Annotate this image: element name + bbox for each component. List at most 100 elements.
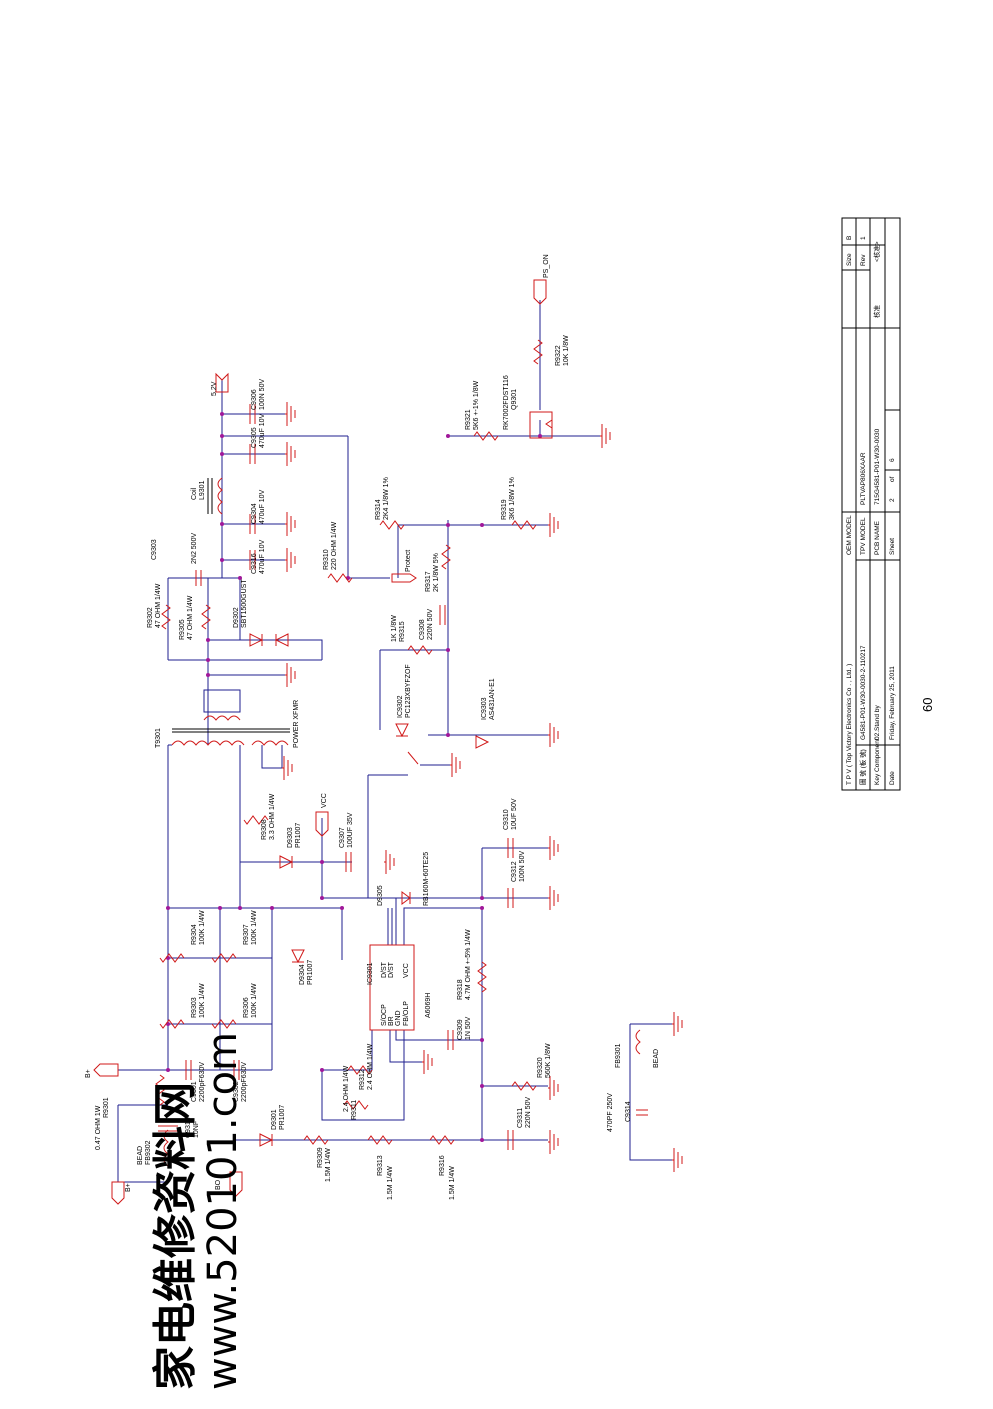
label-c9309: C9309 [457,1019,464,1040]
label-r9308-v: 3.3 OHM 1/4W [269,793,276,840]
label-r9319: R9319 [501,499,508,520]
label-c9316-v: 470uF 10V [259,539,266,574]
label-c9311: C9311 [517,1108,524,1128]
label-r9322: R9322 [555,345,562,366]
tb-sheet: 2 [889,498,896,502]
label-c9314-v: 470PF 250V [607,1093,614,1132]
label-r9312-v: 2.4 OHM 1/4W [367,1043,374,1090]
ic-pin-vcc: VCC [403,963,410,978]
label-fb9302-v: BEAD [137,1146,144,1165]
net-protect: Protect [405,550,412,572]
label-c9304-v: 470uF 10V [259,489,266,524]
watermark-url: www.520101.com [200,1032,246,1390]
net-b-plus-in: B+ [85,1069,92,1078]
label-l9301: L9301 [199,480,206,500]
tb-tpv: PLTVAP806XAAR [860,452,867,505]
label-c9306-v: 100N 50V [259,379,266,410]
label-c9301-v: 2200pF630V [199,1062,206,1102]
tb-size-label: Size [846,253,853,266]
label-r9313: R9313 [377,1155,384,1176]
label-d9304-v: PR1007 [307,960,314,985]
label-r9311: R9311 [351,1100,358,1120]
label-r9316: R9316 [439,1155,446,1176]
label-d9301: D9301 [271,1109,278,1130]
label-c9308: C9308 [419,619,426,640]
label-r9305: R9305 [179,619,186,640]
label-r9306: R9306 [243,997,250,1018]
label-r9304-v: 100K 1/4W [199,910,206,945]
tb-key-label: Key Component [874,738,881,785]
tb-size: B [846,236,853,240]
label-r9321-v: 5K6 +-1% 1/8W [473,380,480,430]
label-c9313-v: 10NF [193,1121,200,1138]
label-c9312: C9312 [511,861,518,882]
label-r9306-v: 100K 1/4W [251,983,258,1018]
label-c9311-v: 220N 50V [525,1097,532,1128]
tb-date: Friday, February 25, 2011 [889,666,896,740]
label-r9314: R9314 [375,499,382,520]
label-r9302: R9302 [147,607,154,628]
label-l9301-v: Coil [191,487,198,500]
component-labels: R9301 0.47 OHM 1W FB9302 BEAD C9313 10NF… [95,335,660,1200]
label-c9316: C9316 [251,553,258,574]
label-r9310-v: 220 OHM 1/4W [331,521,338,570]
label-r9309: R9309 [317,1147,324,1168]
tb-chk-label: 核准 [872,305,881,319]
label-c9310: C9310 [503,809,510,830]
tb-oem-label: OEM MODEL [846,515,853,555]
label-c9308-v: 220N 50V [427,609,434,640]
label-fb9301: FB9301 [615,1043,622,1068]
label-r9322-v: 10K 1/8W [563,335,570,366]
tb-chk: <核准> [872,241,881,262]
ic-pin-br: BR [388,1016,395,1026]
label-r9318: R9318 [457,979,464,1000]
label-ic9301-v: A6069H [425,993,432,1018]
label-r9320: R9320 [537,1057,544,1078]
label-r9304: R9304 [191,924,198,945]
label-t9301-v: POWER XFMR [293,700,300,748]
junctions [166,412,542,1142]
tb-key: 02.Stand by [874,705,881,740]
label-fb9301-v: BEAD [653,1049,660,1068]
label-r9311-v: 2.4 OHM 1/4W [343,1065,350,1112]
label-c9304: C9304 [251,503,258,524]
tb-pcb: 715G4581-P01-W30-0030 [874,428,881,505]
label-r9315-v: 1K 1/8W [391,615,398,642]
net-labels: B+ B+ BO VCC 5.2V Protect PS_ON [85,254,550,1192]
tb-company: T P V ( Top Victory Electronics Co . , L… [846,664,853,785]
tb-rev: 1 [860,236,867,240]
label-d9302: D9302 [233,607,240,628]
tb-pcb-label: PCB NAME [874,520,881,555]
label-r9301-v: 0.47 OHM 1W [95,1105,102,1150]
label-r9320-v: 560K 1/8W [545,1043,552,1078]
ic-pin-fbolp: FB/OLP [403,1001,410,1026]
title-block: T P V ( Top Victory Electronics Co . , L… [841,217,901,791]
label-r9317-v: 2K 1/8W 5% [433,553,440,592]
label-r9312: R9312 [359,1069,366,1090]
label-r9321: R9321 [465,409,472,430]
label-t9301: T9301 [155,728,162,748]
tb-of-label: of [889,476,896,482]
label-r9309-v: 1.5M 1/4W [325,1148,332,1182]
label-c9303-v: 2N2 500V [191,533,198,564]
label-ic9302-v: PC123XBYFZOF [405,664,412,718]
ic-pin-socp: S/OCP [381,1004,388,1026]
label-d9305-v: RB160M-60TE25 [423,852,430,906]
label-c9307-v: 100UF 35V [347,812,354,848]
label-c9301: C9301 [191,1081,198,1102]
label-r9313-v: 1.5M 1/4W [387,1166,394,1200]
label-c9312-v: 100N 50V [519,851,526,882]
net-vcc: VCC [321,793,328,808]
label-r9315: R9315 [399,621,406,642]
label-r9314-v: 2K4 1/8W 1% [383,477,390,520]
label-d9301-v: PR1007 [279,1105,286,1130]
net-ps-on: PS_ON [543,254,550,278]
ic-pin-dst2: D/ST [388,961,395,978]
tb-drawing: G4581-P01-W30-0030-2-110217 [860,645,867,740]
tb-drawing-label: 圖 號 (板 號) [858,749,867,785]
label-d9305: D9305 [377,885,384,906]
label-fb9302: FB9302 [145,1140,152,1165]
net-5v2: 5.2V [211,381,218,396]
